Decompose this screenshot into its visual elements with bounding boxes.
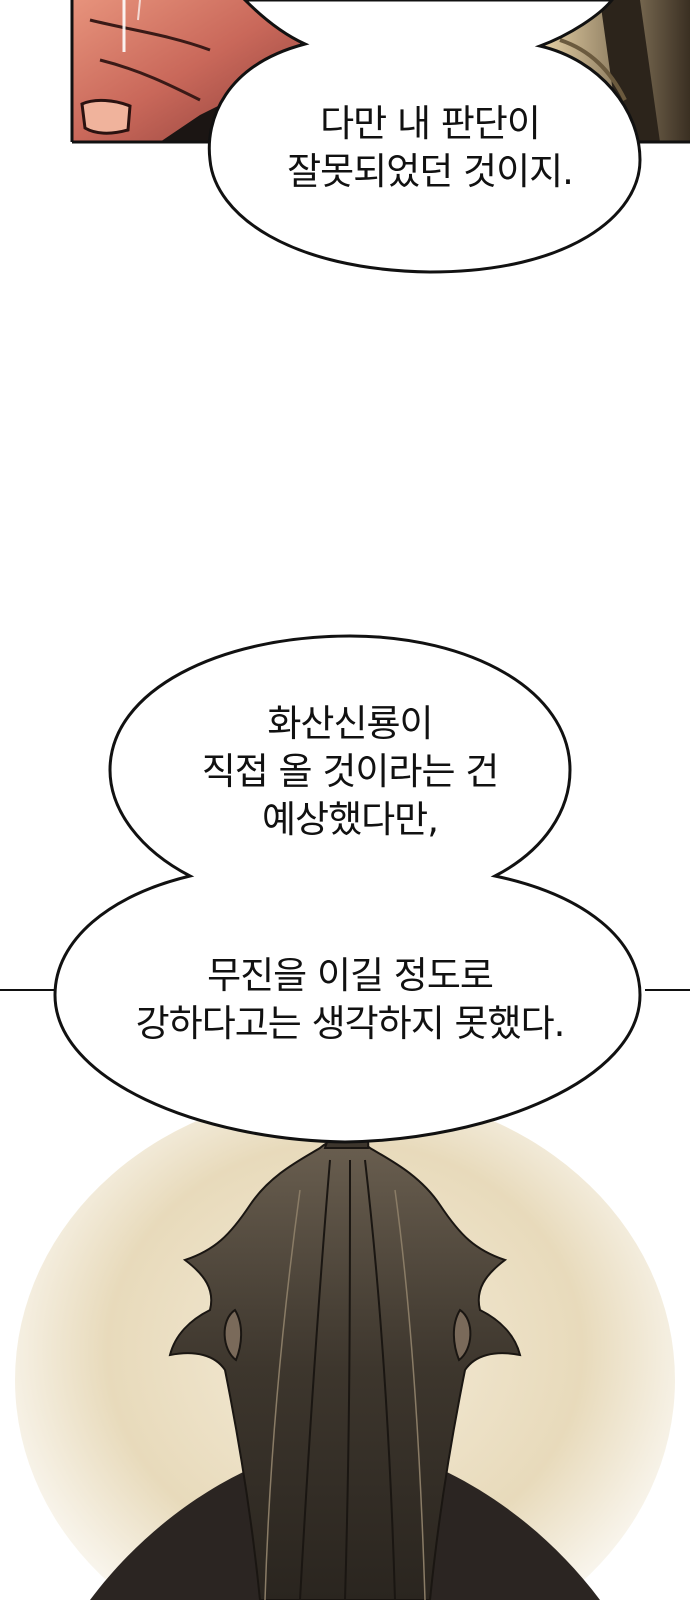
bubble-bottom-line-1: 화산신룡이: [267, 702, 433, 745]
left-ear: [223, 1308, 243, 1362]
bubble-bottom-lower-text: 무진을 이길 정도로 강하다고는 생각하지 못했다.: [95, 952, 605, 1048]
hair: [168, 1137, 522, 1600]
bubble-bottom-line-4: 무진을 이길 정도로: [207, 954, 494, 997]
bubble-bottom-upper-text: 화산신룡이 직접 올 것이라는 건 예상했다만,: [140, 700, 560, 844]
bubble-top-text: 다만 내 판단이 잘못되었던 것이지.: [220, 100, 640, 196]
speech-bubble-top: [207, 0, 642, 274]
bubble-top-line-2: 잘못되었던 것이지.: [287, 150, 574, 193]
bubble-bottom-line-3: 예상했다만,: [262, 798, 439, 841]
right-ear: [452, 1308, 472, 1362]
bubble-bottom-line-2: 직접 올 것이라는 건: [201, 750, 500, 793]
bubble-bottom-line-5: 강하다고는 생각하지 못했다.: [135, 1002, 566, 1045]
bubble-top-line-1: 다만 내 판단이: [320, 102, 541, 145]
